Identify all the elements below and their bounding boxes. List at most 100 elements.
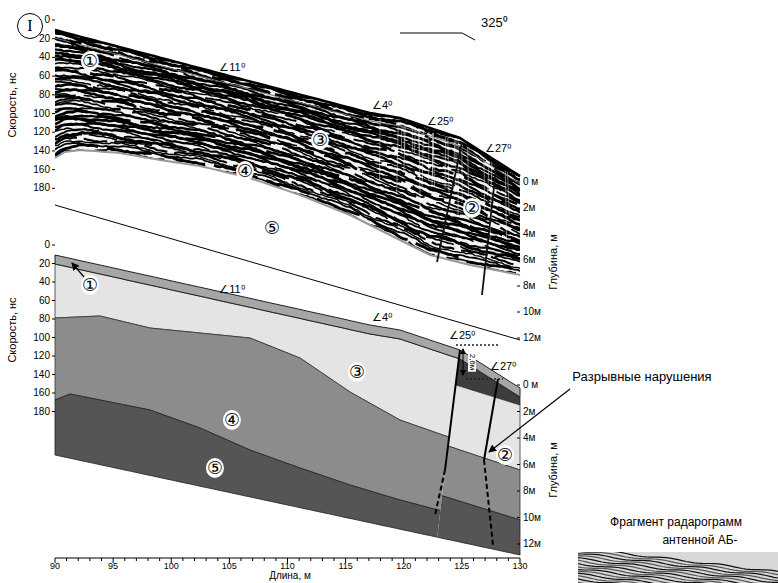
layer-shape — [55, 255, 520, 397]
tick — [517, 517, 520, 518]
axis-ticks — [52, 20, 520, 563]
tick — [52, 150, 55, 151]
tick-label: 0 — [44, 15, 50, 25]
tick — [517, 286, 520, 287]
axis-title: Скорость, нс — [7, 72, 18, 137]
tick — [52, 300, 55, 301]
radargram-noise — [461, 143, 462, 201]
radargram-noise — [484, 157, 485, 212]
radargram-ground — [55, 30, 520, 275]
callout-number: ③ — [311, 130, 329, 150]
angle-label: ∠4⁰ — [372, 100, 392, 111]
tick-label: 115 — [338, 562, 352, 571]
radargram-trace — [55, 145, 520, 271]
tick — [473, 558, 474, 561]
tick-label: 120 — [396, 562, 411, 571]
callout-number: ① — [81, 51, 99, 71]
tick — [52, 113, 55, 114]
tick — [52, 20, 55, 21]
callout-number: ② — [496, 445, 514, 465]
tick-label: 100 — [33, 333, 50, 343]
tick — [159, 558, 160, 561]
callout-number: ① — [81, 275, 99, 295]
tick-label: 0 — [44, 240, 50, 250]
fragment-trace — [578, 556, 778, 581]
tick-label: 95 — [108, 562, 118, 571]
fault-line — [437, 142, 462, 262]
tick — [182, 558, 183, 561]
radargram-traces — [55, 31, 520, 273]
tick-label: 40 — [39, 52, 50, 62]
tick — [52, 337, 55, 338]
tick — [52, 282, 55, 283]
axis-title: Глубина, м — [548, 442, 559, 498]
tick-label: 6м — [523, 460, 535, 470]
azimuth-label: 325⁰ — [481, 16, 508, 29]
tick-label: 2м — [523, 203, 535, 213]
dimension-arrow — [463, 349, 464, 375]
callout-number: ⑤ — [206, 458, 224, 478]
angle-label: ∠25⁰ — [427, 116, 453, 127]
tick — [517, 464, 520, 465]
angle-label: ∠25⁰ — [449, 330, 475, 341]
tick-label: 40 — [39, 277, 50, 287]
tick — [392, 558, 393, 561]
fault-line — [484, 460, 493, 545]
tick-label: 110 — [280, 562, 294, 571]
tick — [517, 385, 520, 386]
tick — [517, 208, 520, 209]
tick — [194, 558, 195, 561]
note-label: Фрагмент радарограмм — [610, 516, 742, 528]
tick — [101, 558, 102, 561]
tick — [124, 558, 125, 561]
tick-label: 6м — [523, 255, 535, 265]
fragment-trace — [578, 579, 778, 583]
dimension-label: 2,6м — [468, 353, 476, 372]
panel-number-circle: I — [17, 13, 43, 39]
tick — [52, 188, 55, 189]
fragment-traces — [578, 552, 778, 583]
tick — [508, 558, 509, 561]
tick — [496, 558, 497, 561]
tick-label: 140 — [33, 370, 50, 380]
tick — [52, 94, 55, 95]
angle-label: ∠27⁰ — [490, 361, 516, 372]
callout-label: Разрывные нарушения — [572, 370, 711, 383]
tick — [517, 411, 520, 412]
tick — [322, 558, 323, 561]
radargram-noise — [379, 119, 381, 180]
radargram-trace — [55, 141, 520, 268]
radargram-trace — [55, 143, 520, 271]
tick-label: 130 — [512, 562, 527, 571]
tick — [517, 312, 520, 313]
tick — [485, 558, 486, 561]
layer-shape — [55, 455, 520, 555]
tick — [252, 558, 253, 561]
fragment-trace — [578, 554, 778, 578]
tick — [66, 558, 67, 561]
tick — [517, 544, 520, 545]
radargram-noise — [433, 133, 435, 186]
geology-layers — [55, 30, 778, 583]
angle-label: ∠4⁰ — [372, 312, 392, 323]
tick — [52, 132, 55, 133]
callout-number: ④ — [223, 410, 241, 430]
fragment-trace — [578, 564, 778, 583]
tick — [517, 234, 520, 235]
radargram-noise — [508, 172, 510, 215]
axis-title: Скорость, нс — [7, 297, 18, 362]
tick — [52, 169, 55, 170]
tick-label: 180 — [33, 183, 50, 193]
radargram-noise — [505, 171, 506, 240]
radargram-trace — [55, 138, 520, 266]
tick — [380, 558, 381, 561]
tick-label: 180 — [33, 407, 50, 417]
tick-label: 10м — [523, 513, 541, 523]
leader-arrow — [70, 40, 84, 53]
tick — [368, 558, 369, 561]
tick — [52, 374, 55, 375]
tick-label: 160 — [33, 388, 50, 398]
callout-number: ④ — [236, 161, 254, 181]
